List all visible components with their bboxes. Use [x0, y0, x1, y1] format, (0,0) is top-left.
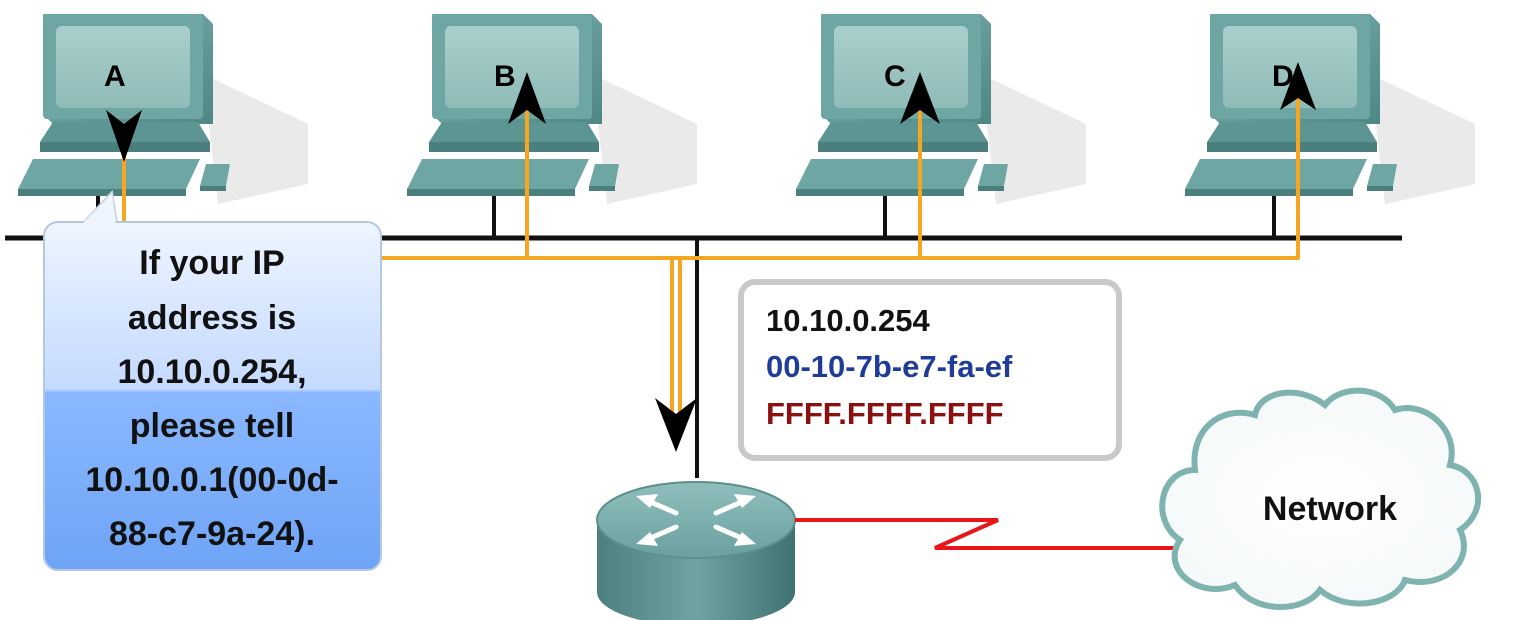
arrow-down-router	[655, 398, 697, 452]
network-cloud: Network	[1159, 387, 1481, 610]
computer-label-d: D	[1272, 60, 1294, 93]
arrow-up-c	[900, 72, 940, 124]
bubble-line-4: please tell	[130, 407, 294, 445]
computer-b	[407, 14, 697, 204]
bubble-line-2: address is	[128, 299, 296, 337]
computer-d	[1185, 14, 1475, 204]
computer-label-b: B	[494, 60, 516, 93]
speech-bubble: If your IP address is 10.10.0.254, pleas…	[43, 189, 382, 571]
cloud-label: Network	[1263, 490, 1397, 528]
bubble-line-5: 10.10.0.1(00-0d-	[85, 461, 338, 499]
computer-a	[18, 14, 308, 204]
arrowheads	[106, 62, 1316, 452]
bubble-line-1: If your IP	[139, 244, 284, 282]
frame-broadcast: FFFF.FFFF.FFFF	[766, 396, 1004, 431]
bubble-line-3: 10.10.0.254,	[117, 353, 306, 391]
wan-link	[795, 518, 1180, 550]
router-icon	[596, 481, 796, 620]
computer-label-c: C	[884, 60, 906, 93]
frame-mac: 00-10-7b-e7-fa-ef	[766, 349, 1013, 384]
arrow-up-b	[508, 72, 546, 124]
frame-ip: 10.10.0.254	[766, 303, 931, 338]
arrow-up-d	[1280, 62, 1316, 110]
arrow-down-a	[106, 110, 142, 162]
bubble-line-6: 88-c7-9a-24).	[109, 515, 315, 553]
computer-label-a: A	[104, 60, 126, 93]
arp-frame-box: 10.10.0.254 00-10-7b-e7-fa-ef FFFF.FFFF.…	[738, 279, 1122, 461]
computer-c	[796, 14, 1086, 204]
broadcast-path	[122, 96, 1300, 420]
